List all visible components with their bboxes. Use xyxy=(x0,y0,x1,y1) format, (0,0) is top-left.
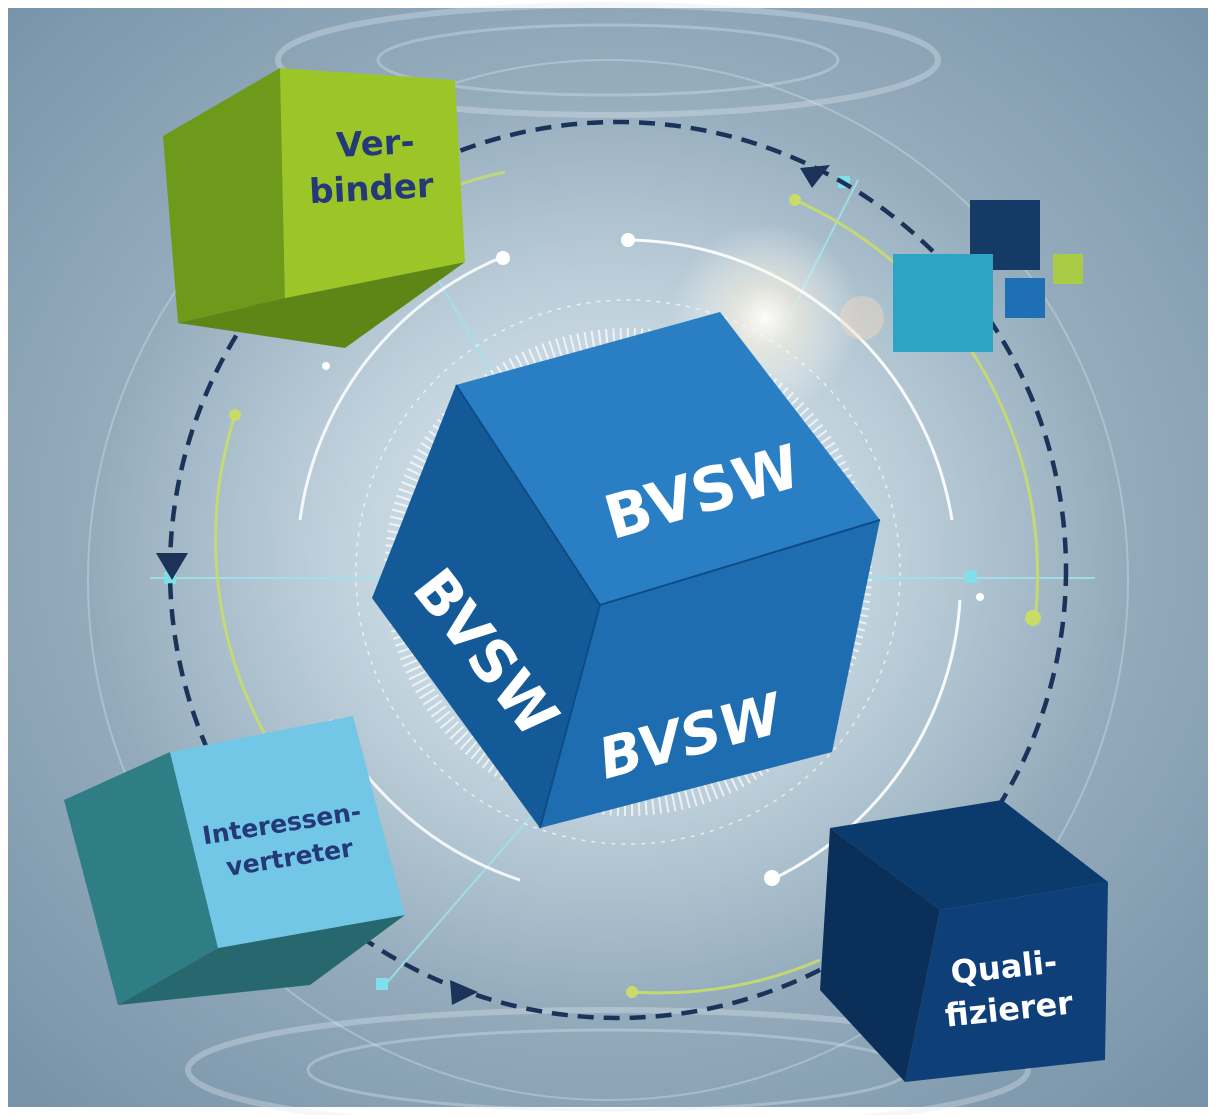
center-cube-front-face xyxy=(540,520,880,828)
center-cube: BVSW BVSW BVSW xyxy=(372,312,881,829)
qualifizierer-front-face xyxy=(905,882,1108,1082)
arrow-head-top xyxy=(800,165,830,188)
cube-interessenvertreter: Interessen- vertreter xyxy=(64,716,405,1005)
center-cube-left-face xyxy=(372,385,600,828)
qualifizierer-top-face xyxy=(830,800,1108,910)
cube-qualifizierer: Quali- fizierer xyxy=(820,800,1108,1082)
center-cube-top-face xyxy=(456,312,880,605)
interessenvertreter-bottom-face xyxy=(118,915,405,1005)
verbinder-label-line1: Ver- xyxy=(335,122,415,166)
interessenvertreter-side-face xyxy=(64,752,218,1005)
lens-flare-orb xyxy=(840,296,884,340)
arrow-head-left xyxy=(156,553,188,580)
crosshair-square-bottom xyxy=(376,978,388,990)
cube-verbinder: Ver- binder xyxy=(163,68,465,348)
qualifizierer-side-face xyxy=(820,828,940,1082)
crosshair-square-right xyxy=(965,571,977,583)
verbinder-front-face xyxy=(280,68,465,298)
verbinder-label-line2: binder xyxy=(308,166,435,212)
orbit-dots xyxy=(229,194,1041,998)
verbinder-side-face xyxy=(163,68,285,323)
interessenvertreter-front-face xyxy=(170,716,405,948)
arrow-head-bottom xyxy=(450,980,478,1005)
center-cube-edge-front xyxy=(539,604,601,829)
brand-squares xyxy=(893,200,1083,352)
verbinder-bottom-face xyxy=(178,262,465,348)
